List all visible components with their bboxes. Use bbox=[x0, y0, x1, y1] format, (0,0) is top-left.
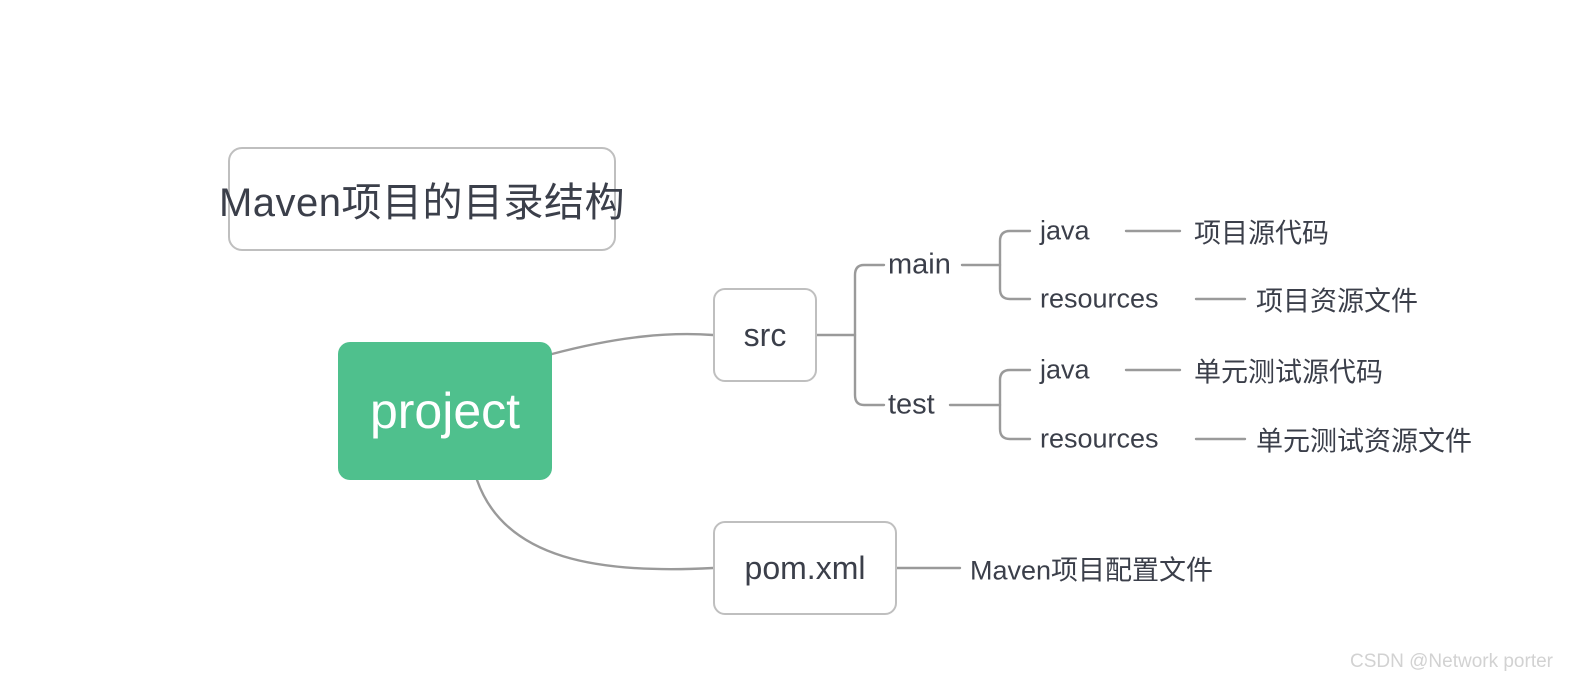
desc-test-resources: 单元测试资源文件 bbox=[1256, 420, 1472, 459]
edge-project-src bbox=[550, 332, 715, 356]
node-test-resources[interactable]: resources bbox=[1040, 424, 1159, 455]
node-test-label: test bbox=[888, 388, 935, 421]
node-src[interactable]: src bbox=[713, 288, 817, 382]
bracket-test bbox=[998, 368, 1032, 441]
node-test-java-label: java bbox=[1040, 354, 1090, 385]
node-main-java-label: java bbox=[1040, 215, 1090, 246]
bracket-main bbox=[998, 229, 1032, 301]
root-node-project[interactable]: project bbox=[338, 342, 552, 480]
desc-main-java-text: 项目源代码 bbox=[1194, 218, 1329, 249]
title-box: Maven项目的目录结构 bbox=[219, 147, 625, 251]
node-test-resources-label: resources bbox=[1040, 423, 1159, 454]
desc-main-resources-text: 项目资源文件 bbox=[1256, 286, 1418, 317]
title-label: Maven项目的目录结构 bbox=[218, 181, 626, 225]
node-main-label: main bbox=[888, 248, 951, 281]
watermark: CSDN @Network porter bbox=[1350, 651, 1553, 673]
desc-test-java-text: 单元测试源代码 bbox=[1194, 357, 1383, 388]
desc-main-java: 项目源代码 bbox=[1194, 212, 1329, 251]
root-node-label: project bbox=[369, 383, 521, 439]
node-test[interactable]: test bbox=[888, 389, 935, 422]
node-pom-xml-label: pom.xml bbox=[744, 549, 866, 586]
edge-project-pom bbox=[475, 478, 715, 571]
node-main[interactable]: main bbox=[888, 249, 951, 282]
desc-pom-xml: Maven项目配置文件 bbox=[970, 549, 1213, 588]
desc-main-resources: 项目资源文件 bbox=[1256, 280, 1418, 319]
desc-pom-xml-text: Maven项目配置文件 bbox=[970, 555, 1214, 586]
desc-test-resources-text: 单元测试资源文件 bbox=[1256, 426, 1472, 457]
node-main-resources[interactable]: resources bbox=[1040, 284, 1159, 315]
node-main-java[interactable]: java bbox=[1040, 216, 1090, 247]
desc-test-java: 单元测试源代码 bbox=[1194, 351, 1383, 390]
node-src-label: src bbox=[743, 316, 787, 353]
node-main-resources-label: resources bbox=[1040, 283, 1159, 314]
bracket-src bbox=[853, 263, 886, 407]
watermark-text: CSDN @Network porter bbox=[1350, 651, 1553, 672]
node-test-java[interactable]: java bbox=[1040, 355, 1090, 386]
node-pom-xml[interactable]: pom.xml bbox=[713, 521, 897, 615]
